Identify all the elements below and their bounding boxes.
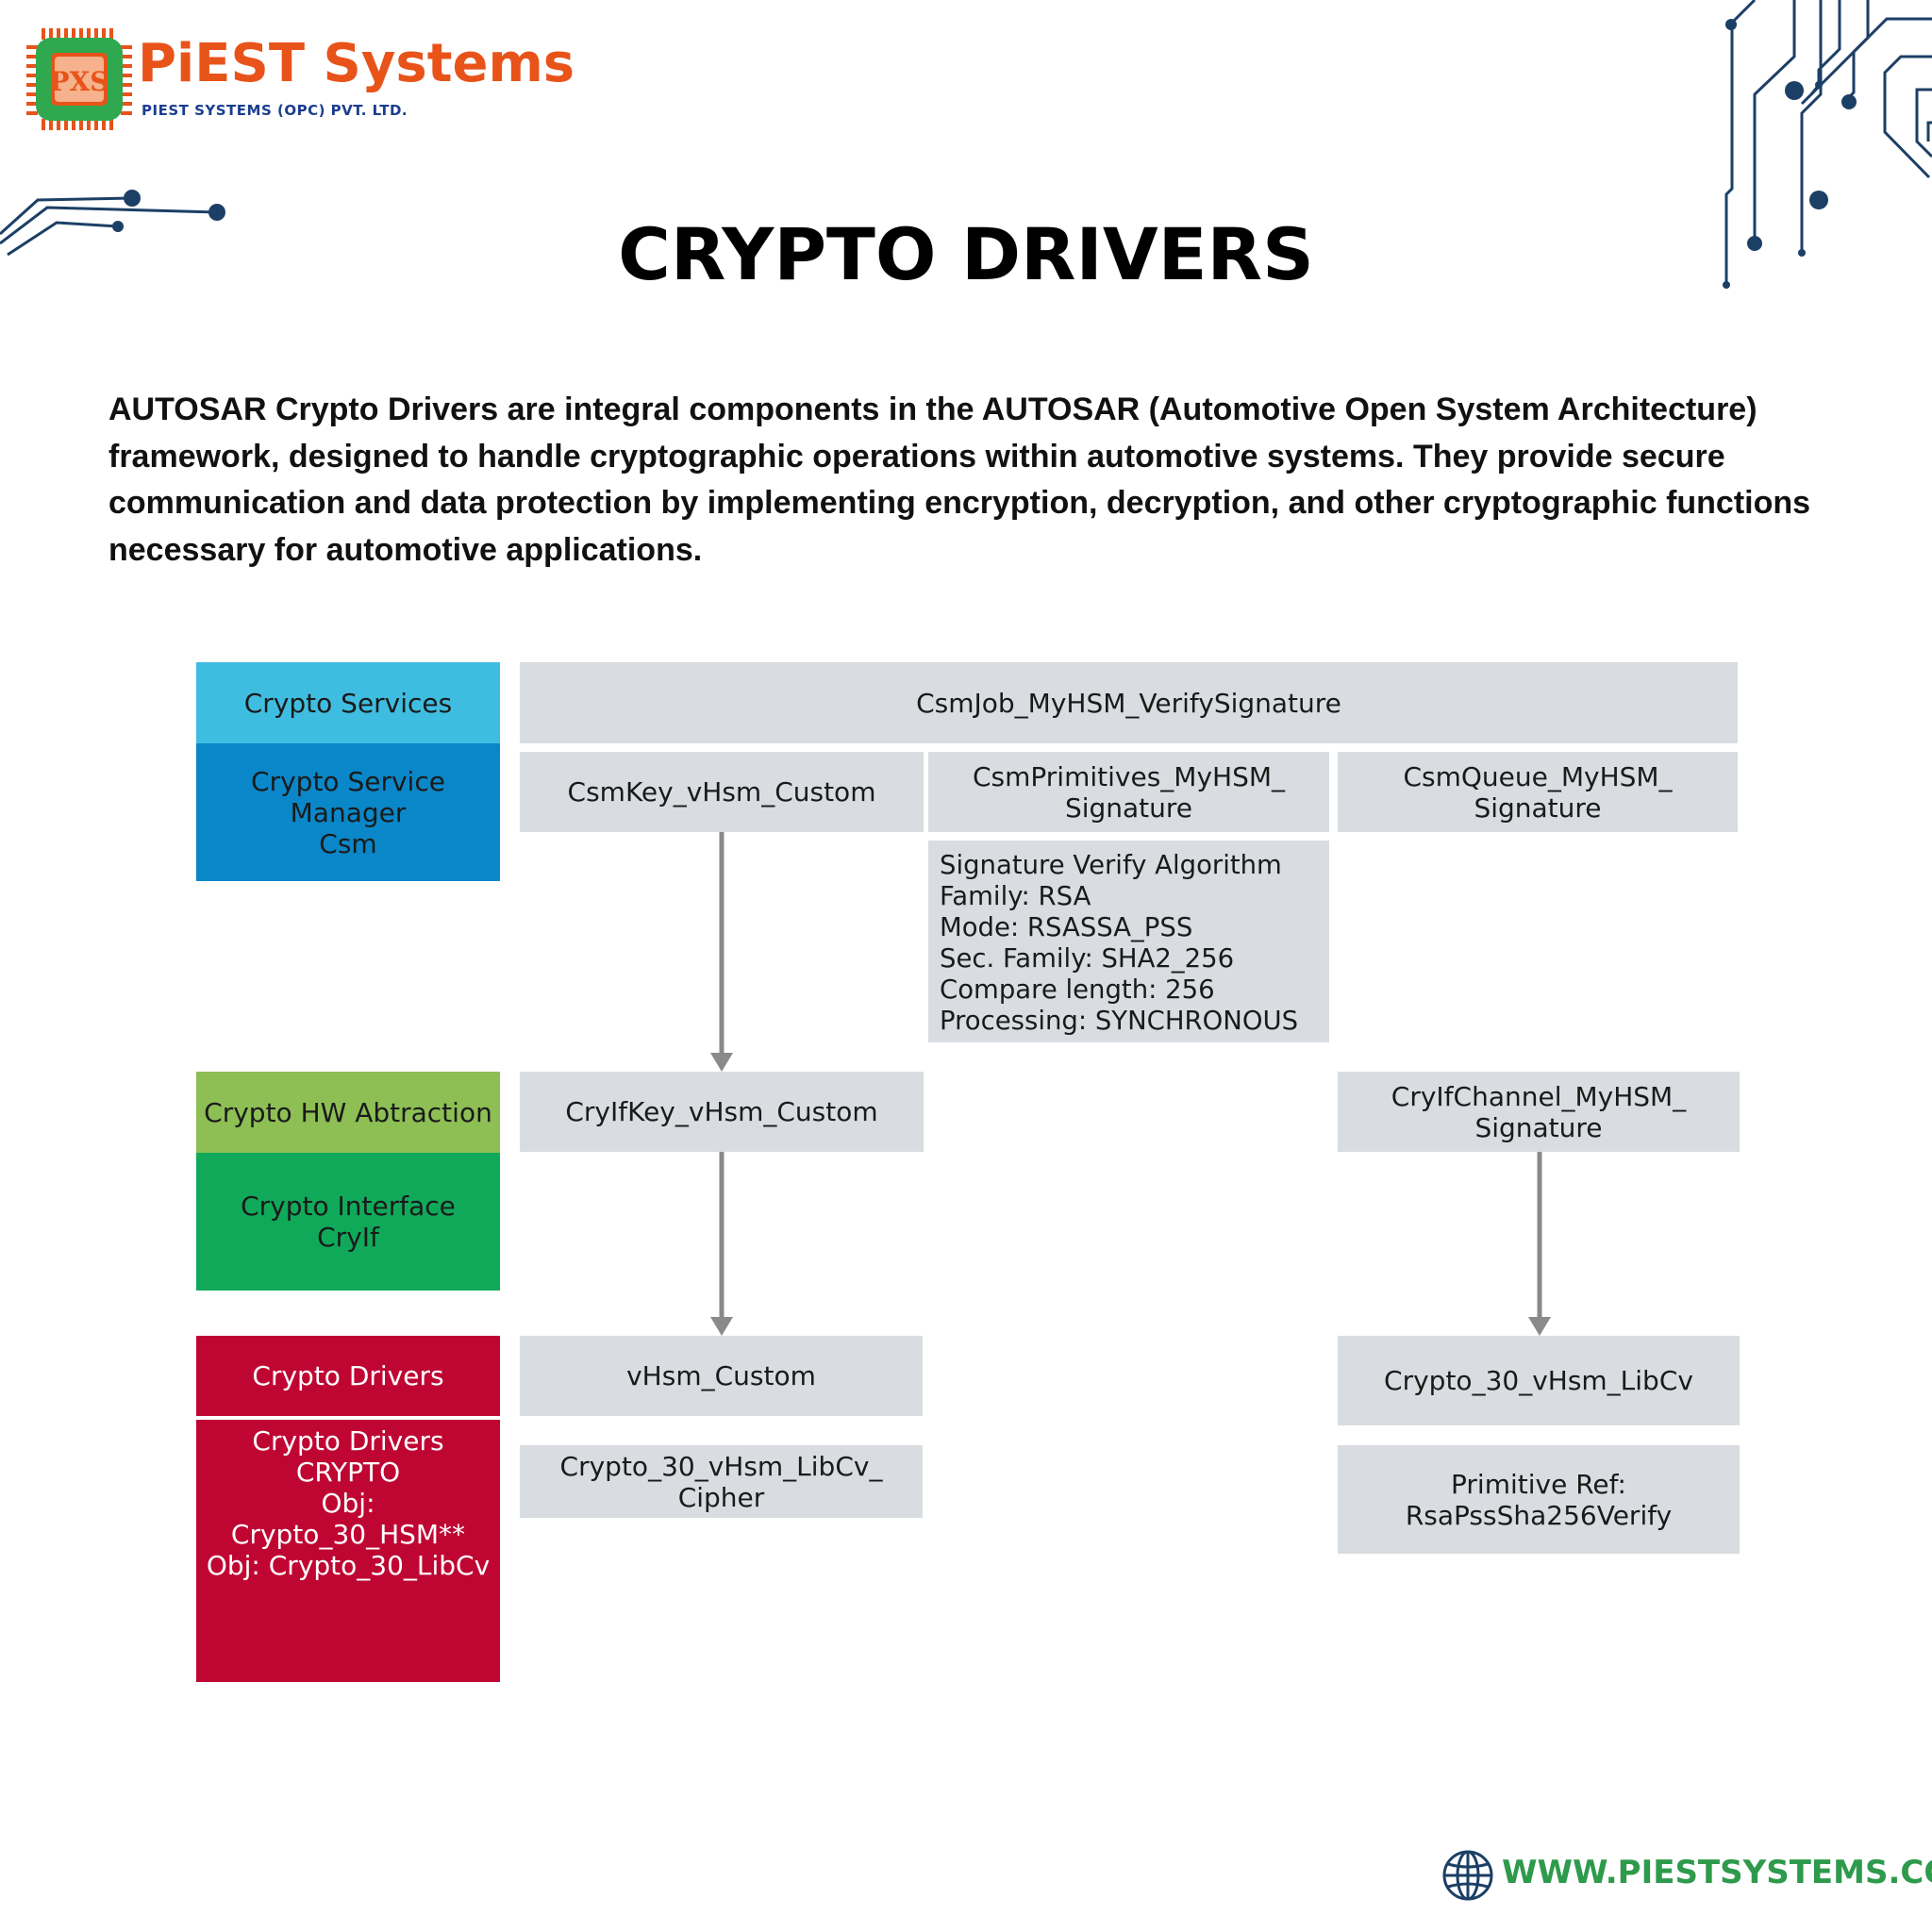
divider bbox=[196, 1416, 500, 1420]
algorithm-node: Signature Verify Algorithm Family: RSA M… bbox=[928, 841, 1329, 1042]
crypto-service-manager: Crypto Service Manager Csm bbox=[196, 743, 500, 881]
vhsm-custom-node: vHsm_Custom bbox=[520, 1336, 923, 1416]
primitive-ref-node: Primitive Ref: RsaPssSha256Verify bbox=[1338, 1445, 1740, 1554]
csm-job-node: CsmJob_MyHSM_VerifySignature bbox=[520, 662, 1738, 743]
brand-name: PiEST Systems bbox=[138, 33, 575, 94]
arrow-head bbox=[1528, 1317, 1551, 1336]
crypto-interface: Crypto Interface CryIf bbox=[196, 1153, 500, 1291]
cryif-channel-node: CryIfChannel_MyHSM_ Signature bbox=[1338, 1072, 1740, 1152]
brand-subtitle: PIEST SYSTEMS (OPC) PVT. LTD. bbox=[142, 102, 408, 119]
crypto-hw-abstraction-header: Crypto HW Abtraction bbox=[196, 1072, 500, 1153]
cryif-key-node: CryIfKey_vHsm_Custom bbox=[520, 1072, 924, 1152]
crypto-libcv-cipher-node: Crypto_30_vHsm_LibCv_ Cipher bbox=[520, 1445, 923, 1518]
circuit-decoration bbox=[0, 190, 225, 257]
arrow-head bbox=[710, 1317, 733, 1336]
circuit-decoration bbox=[1723, 0, 1932, 289]
csm-key-node: CsmKey_vHsm_Custom bbox=[520, 752, 924, 832]
crypto-services-header: Crypto Services bbox=[196, 662, 500, 743]
csm-queue-node: CsmQueue_MyHSM_ Signature bbox=[1338, 752, 1738, 832]
arrow-head bbox=[710, 1053, 733, 1072]
crypto-drivers-body: Crypto Drivers CRYPTO Obj: Crypto_30_HSM… bbox=[196, 1420, 500, 1682]
csm-primitives-node: CsmPrimitives_MyHSM_ Signature bbox=[928, 752, 1329, 832]
crypto-libcv-node: Crypto_30_vHsm_LibCv bbox=[1338, 1336, 1740, 1425]
website-link[interactable]: WWW.PIESTSYSTEMS.COM bbox=[1502, 1854, 1932, 1891]
crypto-drivers-header: Crypto Drivers bbox=[196, 1336, 500, 1416]
globe-icon bbox=[1442, 1850, 1493, 1901]
intro-paragraph: AUTOSAR Crypto Drivers are integral comp… bbox=[108, 391, 1811, 568]
svg-text:PXS: PXS bbox=[50, 66, 109, 97]
chip-logo-icon: PXS bbox=[26, 28, 132, 130]
page-title: CRYPTO DRIVERS bbox=[618, 212, 1314, 296]
